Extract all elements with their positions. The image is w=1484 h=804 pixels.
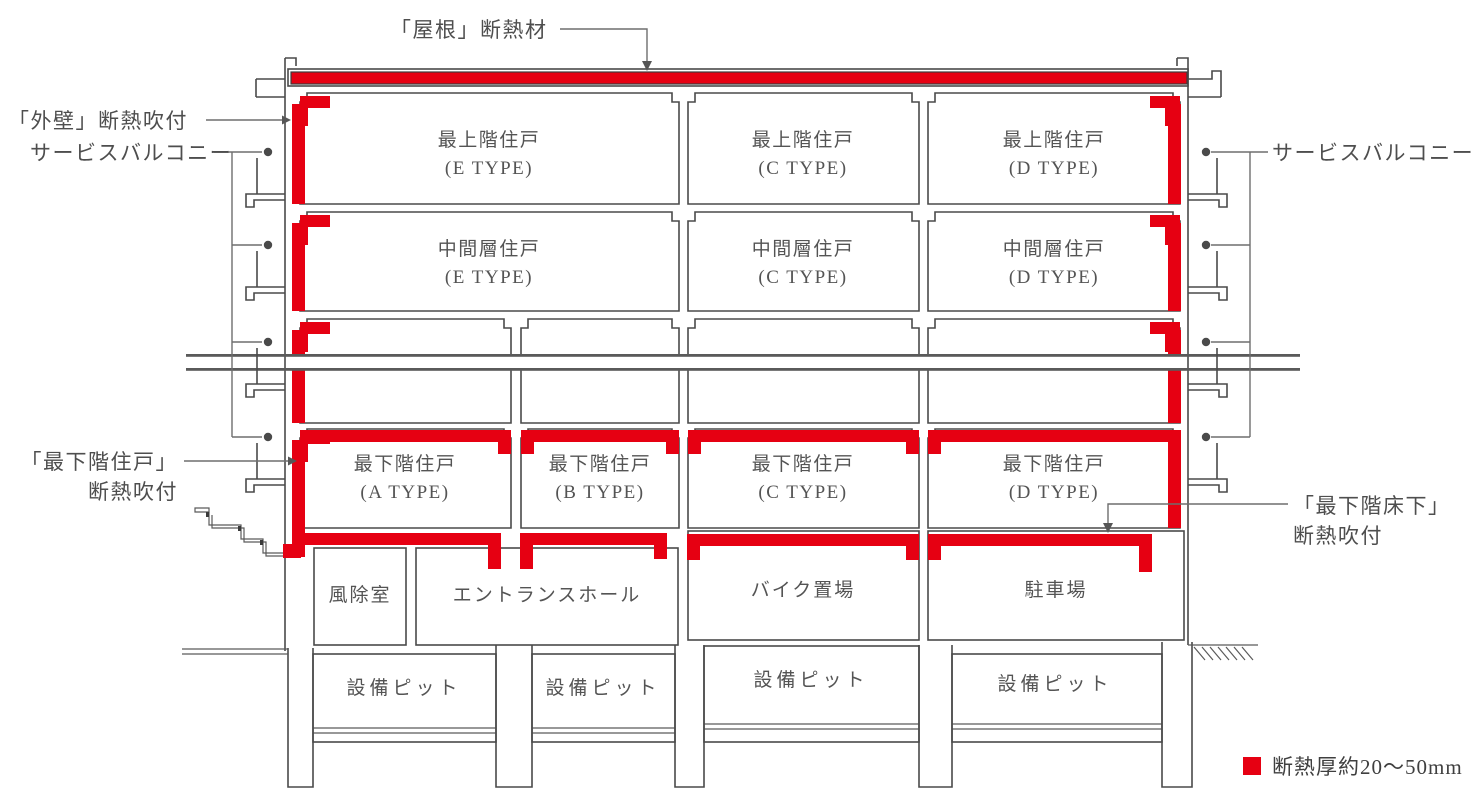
pit-box	[531, 653, 676, 743]
foundation-piles	[287, 642, 1193, 788]
unit-label: 最下階住戸	[354, 453, 457, 475]
section-break-lines	[186, 354, 1300, 371]
room-label: 風除室	[328, 584, 391, 606]
insulation-strips	[283, 71, 1188, 572]
pit-label: 設備ピット	[753, 669, 868, 691]
service-balconies-left	[245, 147, 286, 493]
unit-label: 最上階住戸	[438, 129, 541, 151]
unit-box	[687, 92, 920, 205]
unit-box	[520, 428, 680, 529]
pit-label: 設備ピット	[545, 677, 660, 699]
unit-box	[687, 318, 920, 354]
unit-type: (E TYPE)	[445, 158, 533, 179]
unit-type: (E TYPE)	[445, 267, 533, 288]
annotation-labels: 「屋根」断熱材 「外壁」断熱吹付 サービスバルコニー サービスバルコニー 「最下…	[8, 18, 1474, 548]
unit-box	[687, 211, 920, 312]
service-balcony-right-label: サービスバルコニー	[1272, 141, 1474, 165]
unit-type: (D TYPE)	[1009, 158, 1099, 179]
underfloor-insulation-label2: 断熱吹付	[1293, 524, 1383, 548]
outer-wall-insulation-label: 「外壁」断熱吹付	[8, 109, 188, 133]
pit-box	[951, 653, 1163, 743]
lower-truncated-floor	[299, 370, 1181, 424]
unit-box	[299, 211, 680, 312]
room-label: エントランスホール	[453, 585, 642, 606]
unit-box	[299, 370, 512, 424]
unit-box	[520, 318, 680, 354]
unit-type: (D TYPE)	[1009, 267, 1099, 288]
unit-label: 最下階住戸	[752, 453, 855, 475]
entrance-stairs	[194, 507, 285, 557]
legend: 断熱厚約20～50mm	[1243, 755, 1463, 779]
unit-type: (B TYPE)	[555, 482, 644, 503]
lowest-floor-insulation	[292, 430, 1181, 557]
roof-insulation-strip	[290, 71, 1188, 85]
unit-type: (A TYPE)	[360, 482, 449, 503]
lowest-unit-insulation-label: 「最下階住戸」	[21, 450, 179, 474]
pit-labels: 設備ピット 設備ピット 設備ピット 設備ピット	[346, 669, 1112, 699]
pit-label: 設備ピット	[346, 677, 461, 699]
right-wall-insulation	[1150, 96, 1181, 423]
unit-label: 中間層住戸	[1003, 238, 1106, 260]
unit-box	[927, 428, 1181, 529]
unit-box	[927, 318, 1181, 354]
room-label: バイク置場	[751, 579, 856, 601]
unit-label: 中間層住戸	[752, 238, 855, 260]
lowest-unit-insulation-label2: 断熱吹付	[88, 480, 178, 504]
underfloor-insulation	[283, 533, 1152, 572]
unit-box	[687, 428, 920, 529]
unit-labels: 最上階住戸 (E TYPE) 最上階住戸 (C TYPE) 最上階住戸 (D T…	[354, 129, 1106, 503]
room-box	[313, 547, 407, 646]
unit-type: (D TYPE)	[1009, 482, 1099, 503]
unit-label: 中間層住戸	[438, 238, 541, 260]
room-box	[415, 547, 679, 646]
unit-type: (C TYPE)	[758, 158, 847, 179]
service-balconies-right	[1187, 147, 1228, 493]
ground-lines	[182, 644, 1258, 661]
legend-swatch	[1243, 757, 1261, 775]
unit-box	[927, 370, 1181, 424]
middle-floor-units	[299, 211, 1181, 312]
service-balcony-left-label: サービスバルコニー	[30, 141, 232, 165]
basement-pits	[312, 645, 1163, 743]
unit-type: (C TYPE)	[758, 267, 847, 288]
upper-truncated-floor	[299, 318, 1181, 354]
room-box	[687, 530, 920, 641]
pit-label: 設備ピット	[997, 673, 1112, 695]
lowest-floor-units	[299, 428, 1181, 529]
ground-floor-rooms	[313, 530, 1185, 646]
unit-box	[687, 370, 920, 424]
top-floor-units	[299, 92, 1181, 205]
unit-box	[299, 428, 512, 529]
unit-label: 最上階住戸	[752, 129, 855, 151]
unit-box	[299, 318, 512, 354]
legend-label: 断熱厚約20～50mm	[1272, 755, 1463, 779]
pit-box	[703, 645, 920, 743]
ground-room-labels: 風除室 エントランスホール バイク置場 駐車場	[328, 579, 1087, 606]
room-label: 駐車場	[1024, 579, 1087, 601]
unit-label: 最上階住戸	[1003, 129, 1106, 151]
unit-label: 最下階住戸	[1003, 453, 1106, 475]
unit-box	[520, 370, 680, 424]
unit-label: 最下階住戸	[549, 453, 652, 475]
unit-type: (C TYPE)	[758, 482, 847, 503]
underfloor-insulation-label: 「最下階床下」	[1293, 494, 1451, 518]
unit-box	[927, 211, 1181, 312]
roof-insulation-label: 「屋根」断熱材	[390, 18, 548, 42]
pit-box	[312, 653, 497, 743]
left-wall-insulation	[292, 96, 330, 423]
leader-lines	[184, 28, 1288, 533]
